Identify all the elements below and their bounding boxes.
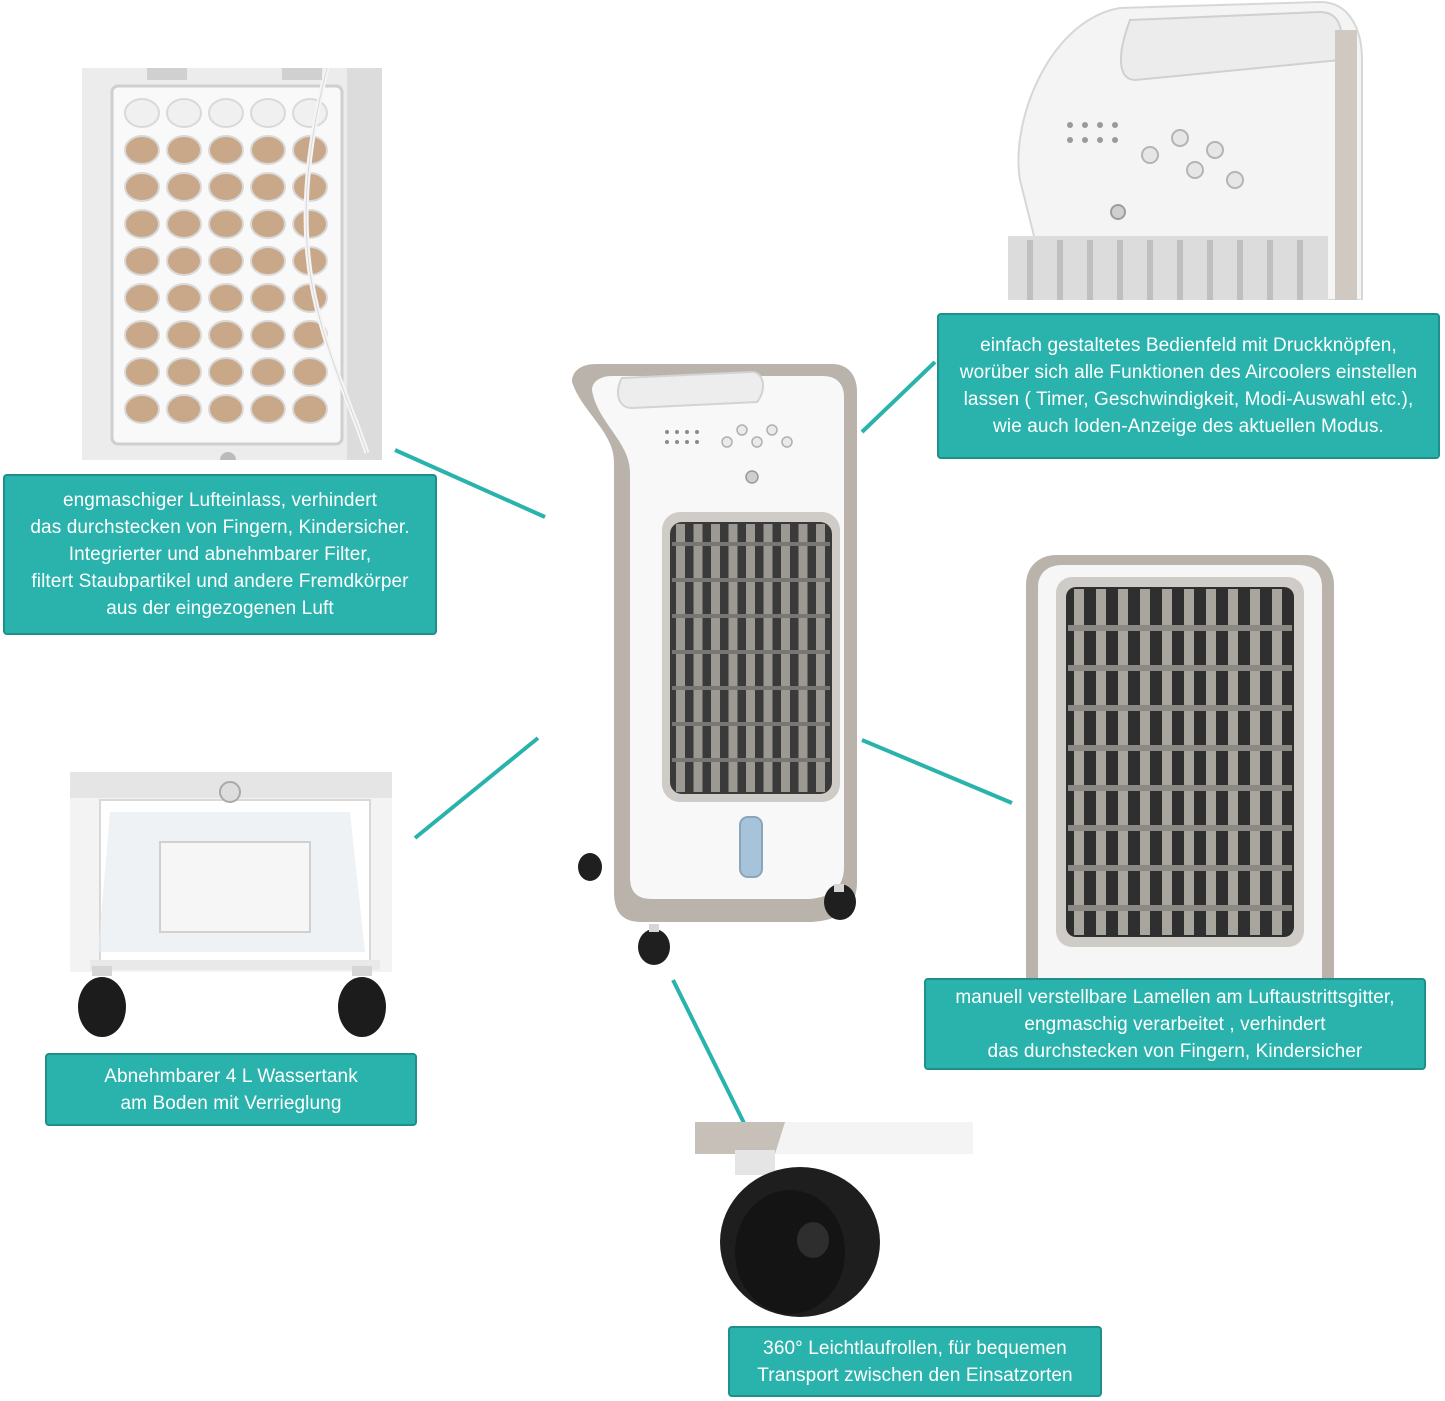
filter-hole: [250, 394, 286, 424]
filter-hole: [292, 357, 328, 387]
filter-hole: [124, 283, 160, 313]
filter-hole: [292, 209, 328, 239]
louver-slat: [1118, 589, 1128, 935]
louver-slat: [1228, 589, 1238, 935]
louver-slat: [1162, 589, 1172, 935]
louver-bar: [672, 758, 830, 762]
louvers-callout: manuell verstellbare Lamellen am Luftaus…: [924, 978, 1426, 1070]
filter-hole: [208, 357, 244, 387]
filter-hole: [250, 98, 286, 128]
louver-bar: [672, 722, 830, 726]
louver-slat: [763, 524, 773, 792]
filter-hole: [166, 357, 202, 387]
louver-slat: [1074, 589, 1084, 935]
louver-slat: [798, 524, 808, 792]
filter-hole: [208, 135, 244, 165]
louver-bar: [672, 614, 830, 618]
louvers-callout-text: manuell verstellbare Lamellen am Luftaus…: [955, 986, 1395, 1062]
louver-slat: [746, 524, 755, 792]
air-cooler-main-photo: [572, 364, 857, 965]
filter-callout: engmaschiger Lufteinlass, verhindert das…: [3, 474, 437, 635]
louver-slat: [1140, 589, 1150, 935]
filter-hole: [250, 320, 286, 350]
louver-slat: [676, 524, 685, 792]
louver-slat: [1206, 589, 1216, 935]
louver-bar: [1068, 785, 1292, 791]
filter-hole: [166, 394, 202, 424]
control-panel-callout-text: einfach gestaltetes Bedienfeld mit Druck…: [959, 335, 1418, 437]
filter-hole: [166, 283, 202, 313]
louver-slat: [1096, 589, 1106, 935]
connector-tank: [413, 736, 540, 840]
filter-hole: [124, 394, 160, 424]
filter-hole: [166, 246, 202, 276]
louver-slat: [781, 524, 790, 792]
connector-louvers: [861, 738, 1013, 805]
filter-callout-text: engmaschiger Lufteinlass, verhindert das…: [30, 490, 410, 619]
filter-hole: [292, 283, 328, 313]
filter-hole: [250, 283, 286, 313]
filter-hole: [124, 357, 160, 387]
louvers-photo: [1026, 555, 1334, 980]
wheels-callout: 360° Leichtlaufrollen, für bequemen Tran…: [728, 1326, 1102, 1397]
control-panel-callout: einfach gestaltetes Bedienfeld mit Druck…: [937, 313, 1440, 459]
louver-bar: [672, 578, 830, 582]
filter-hole: [250, 246, 286, 276]
louver-bar: [672, 542, 830, 546]
filter-hole: [208, 209, 244, 239]
louver-slat: [693, 524, 703, 792]
filter-hole: [208, 246, 244, 276]
filter-hole: [166, 98, 202, 128]
connector-panel: [860, 360, 937, 434]
water-tank-photo: [70, 772, 392, 1037]
filter-hole: [124, 172, 160, 202]
filter-hole: [166, 135, 202, 165]
filter-hole: [250, 209, 286, 239]
wheel-photo: [695, 1122, 973, 1317]
filter-hole: [208, 320, 244, 350]
filter-hole: [208, 98, 244, 128]
louver-slat: [728, 524, 738, 792]
filter-hole: [124, 98, 160, 128]
louver-bar: [1068, 745, 1292, 751]
wheels-callout-text: 360° Leichtlaufrollen, für bequemen Tran…: [757, 1337, 1073, 1386]
filter-hole: [208, 283, 244, 313]
louver-slat: [816, 524, 825, 792]
filter-hole: [250, 357, 286, 387]
filter-hole: [124, 209, 160, 239]
filter-hole: [166, 209, 202, 239]
louver-slat: [1184, 589, 1194, 935]
filter-hole: [250, 135, 286, 165]
louver-slat: [1272, 589, 1282, 935]
filter-hole: [166, 320, 202, 350]
louver-slat: [711, 524, 720, 792]
filter-hole: [208, 172, 244, 202]
louver-bar: [672, 650, 830, 654]
louver-bar: [1068, 705, 1292, 711]
connector-wheels: [671, 979, 747, 1126]
filter-detail-photo: [82, 68, 382, 460]
louver-bar: [672, 686, 830, 690]
connector-filter: [394, 448, 546, 519]
filter-hole: [208, 394, 244, 424]
louver-bar: [1068, 905, 1292, 911]
filter-hole: [292, 98, 328, 128]
filter-hole: [166, 172, 202, 202]
louver-bar: [1068, 665, 1292, 671]
filter-hole: [124, 320, 160, 350]
filter-hole: [292, 394, 328, 424]
water-tank-callout: Abnehmbarer 4 L Wassertank am Boden mit …: [45, 1053, 417, 1126]
filter-hole: [124, 246, 160, 276]
filter-hole: [250, 172, 286, 202]
louver-slat: [1250, 589, 1260, 935]
water-tank-callout-text: Abnehmbarer 4 L Wassertank am Boden mit …: [104, 1065, 358, 1114]
louver-bar: [1068, 865, 1292, 871]
louver-bar: [1068, 825, 1292, 831]
control-panel-photo: [990, 0, 1370, 300]
louver-bar: [1068, 625, 1292, 631]
filter-hole: [124, 135, 160, 165]
